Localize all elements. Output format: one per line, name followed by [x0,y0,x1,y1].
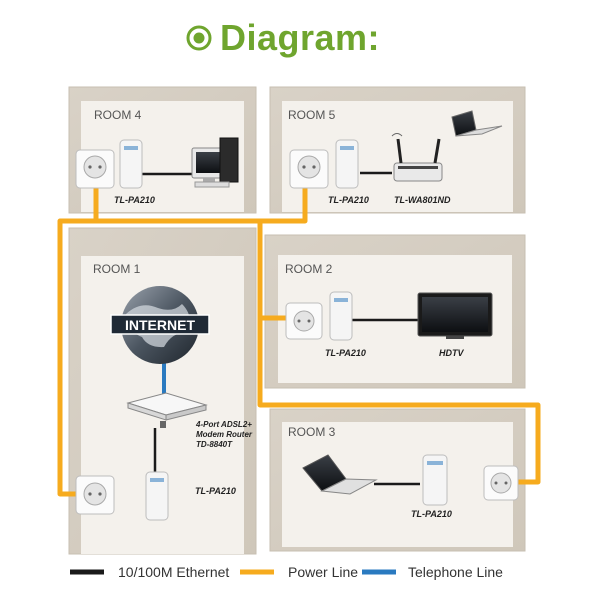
diagram-title: Diagram: [186,16,380,60]
adapter-label: TL-PA210 [195,486,236,496]
modem-router-icon [126,392,208,428]
legend-ethernet: 10/100M Ethernet [70,564,229,580]
room-1-devices: INTERNET 4-Port ADSL2+ Modem Router TD-8… [75,286,254,521]
room-1-label: ROOM 1 [93,262,141,276]
desktop-computer-icon [191,137,239,188]
target-bullet-icon [186,25,212,51]
legend-power-line: Power Line [240,564,358,580]
internet-globe-icon: INTERNET [110,286,210,364]
access-point-icon [391,133,443,182]
adapter-label: TL-PA210 [325,348,366,358]
room-3-label: ROOM 3 [288,425,336,439]
wall-socket-icon [289,149,329,189]
legend: 10/100M Ethernet Power Line Telephone Li… [70,564,503,580]
room-2-devices: TL-PA210 HDTV [285,291,493,358]
wall-socket-icon [75,149,115,189]
tv-icon [417,292,493,339]
wall-socket-icon [483,465,519,501]
legend-telephone-line-label: Telephone Line [408,564,503,580]
legend-ethernet-label: 10/100M Ethernet [118,564,229,580]
legend-power-line-label: Power Line [288,564,358,580]
room-2-label: ROOM 2 [285,262,333,276]
laptop-icon [302,454,378,495]
room-4-label: ROOM 4 [94,108,142,122]
room-5-label: ROOM 5 [288,108,336,122]
power-line-room1-room4 [57,184,99,497]
legend-telephone-line: Telephone Line [362,564,503,580]
wall-socket-icon [285,302,323,340]
router-label: 4-Port ADSL2+ Modem Router TD-8840T [195,420,254,449]
room-5-devices: TL-PA210 TL-WA801ND [289,110,503,205]
ethernet-cables [137,171,420,486]
adapter-label: TL-PA210 [328,195,369,205]
powerline-adapter-icon [422,454,448,506]
room-3-devices: TL-PA210 [302,454,519,519]
powerline-adapter-icon [335,139,359,189]
room-4-devices: TL-PA210 [75,137,239,205]
powerline-adapter-icon [145,471,169,521]
access-point-label: TL-WA801ND [394,195,451,205]
internet-label: INTERNET [125,317,195,333]
adapter-label: TL-PA210 [114,195,155,205]
wall-socket-icon [75,475,115,515]
page-title: Diagram: [220,17,381,58]
powerline-adapter-icon [329,291,353,341]
power-line-room3 [257,318,541,485]
powerline-adapter-icon [119,139,143,189]
power-line-network [57,184,541,497]
laptop-icon [451,110,503,137]
tv-label: HDTV [439,348,464,358]
power-line-room2 [257,218,305,321]
adapter-label: TL-PA210 [411,509,452,519]
